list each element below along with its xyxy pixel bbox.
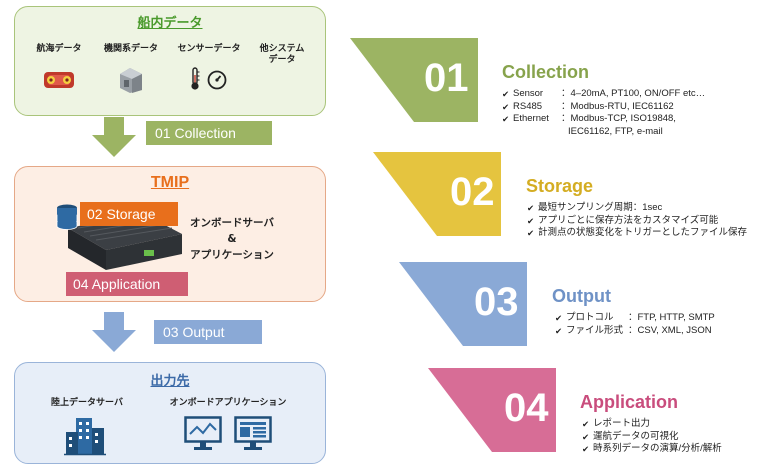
step-02-title: Storage (526, 176, 594, 196)
onboard-data-title: 船内データ (137, 16, 203, 31)
onboard-data-box (14, 6, 326, 116)
shore-server-label: 陸上データサーバ (51, 398, 123, 408)
storage-tag: 02 Storage (80, 202, 178, 226)
ampersand-label: & (227, 233, 237, 245)
bullet-ethernet: Ethernet：Modbus-TCP, ISO19848, (502, 113, 705, 126)
application-label: アプリケーション (190, 249, 274, 261)
step-04-title: Application (580, 392, 678, 412)
output-down-arrow (92, 312, 136, 352)
bullet-customize: アプリごとに保存方法をカスタマイズ可能 (527, 215, 747, 228)
monitor-chart-icon (184, 416, 222, 450)
database-icon (56, 204, 78, 230)
engine-machine-icon (120, 68, 142, 93)
sensor-data-label: センサーデータ (177, 44, 241, 54)
output-arrow-label: 03 Output (154, 320, 262, 344)
collection-down-arrow (92, 117, 136, 157)
output-title: 出力先 (150, 374, 190, 389)
engine-data-label: 機関系データ (103, 44, 158, 54)
bullet-protocol: プロトコル：FTP, HTTP, SMTP (555, 312, 715, 325)
thermometer-icon (191, 67, 200, 90)
collection-arrow-label: 01 Collection (146, 121, 272, 145)
step-03-title: Output (552, 286, 611, 306)
step-02-number: 02 (450, 170, 495, 214)
step-01-bullets: Sensor：4–20mA, PT100, ON/OFF etc… RS485：… (502, 88, 705, 138)
application-tag: 04 Application (66, 272, 188, 296)
step-03-chevron (399, 262, 527, 346)
bullet-analysis: 時系列データの演算/分析/解析 (582, 443, 722, 456)
step-02-bullets: 最短サンプリング周期：1sec アプリごとに保存方法をカスタマイズ可能 計測点の… (527, 202, 747, 240)
bullet-report: レポート出力 (582, 418, 722, 431)
step-04-bullets: レポート出力 運航データの可視化 時系列データの演算/分析/解析 (582, 418, 722, 456)
voyage-data-label: 航海データ (36, 44, 82, 54)
bullet-visualize: 運航データの可視化 (582, 431, 722, 444)
tmip-title: TMIP (150, 174, 190, 191)
bullet-ethernet-cont: IEC61162, FTP, e-mail (568, 125, 663, 137)
step-01-title: Collection (502, 62, 590, 82)
step-03-number: 03 (474, 280, 519, 324)
onboard-server-label: オンボードサーバ (190, 217, 274, 229)
step-04-number: 04 (504, 386, 549, 430)
bullet-file-format: ファイル形式：CSV, XML, JSON (555, 325, 715, 338)
voyage-recorder-icon (44, 72, 74, 88)
bullet-sensor: Sensor：4–20mA, PT100, ON/OFF etc… (502, 88, 705, 101)
gauge-icon (207, 70, 227, 90)
step-04-chevron (428, 368, 556, 452)
onboard-app-label: オンボードアプリケーション (169, 398, 287, 408)
monitor-dashboard-icon (234, 416, 272, 450)
other-system-data-label: 他システム データ (259, 44, 305, 65)
building-icon (64, 418, 106, 456)
bullet-trigger: 計測点の状態変化をトリガーとしたファイル保存 (527, 227, 747, 240)
step-02-chevron (373, 152, 501, 236)
step-01-number: 01 (424, 56, 469, 100)
step-03-bullets: プロトコル：FTP, HTTP, SMTP ファイル形式：CSV, XML, J… (555, 312, 715, 337)
bullet-rs485: RS485：Modbus-RTU, IEC61162 (502, 101, 705, 114)
bullet-sampling: 最短サンプリング周期：1sec (527, 202, 747, 215)
step-01-chevron (350, 38, 478, 122)
